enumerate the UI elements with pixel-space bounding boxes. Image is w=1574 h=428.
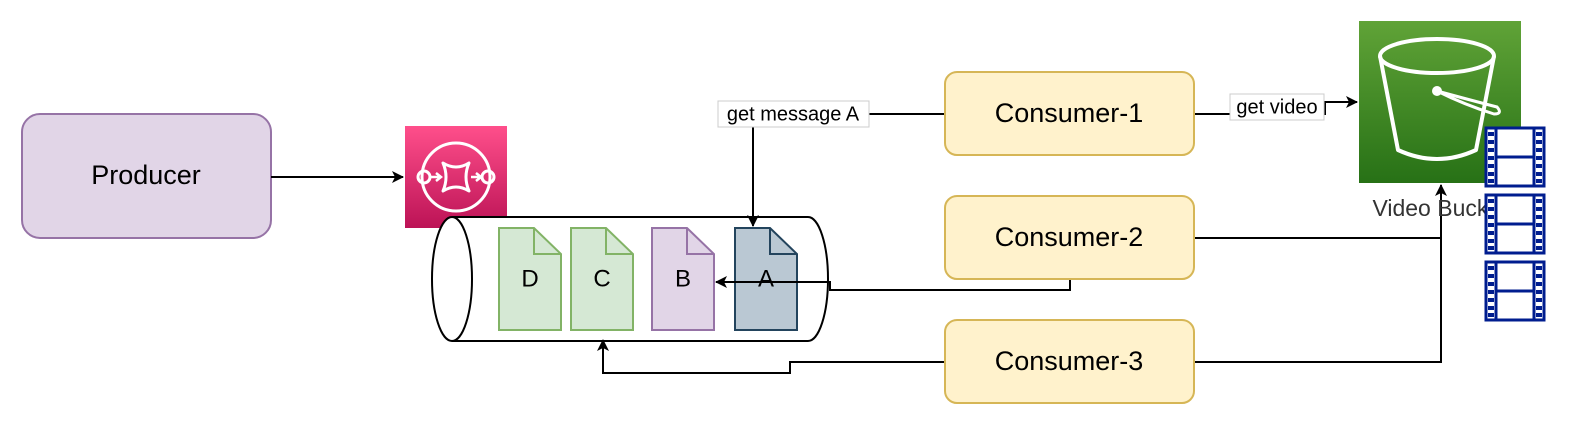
producer-node[interactable]: Producer — [21, 113, 272, 239]
film-strip-icon — [1484, 126, 1546, 188]
consumer2-to-message-edge — [715, 276, 1071, 291]
consumer3-to-queue-edge — [597, 339, 945, 374]
consumer3-to-bucket-edge — [1194, 184, 1447, 363]
film-strip-icon — [1484, 193, 1546, 255]
message-b[interactable]: B — [651, 227, 715, 331]
get-message-label-text: get message A — [727, 103, 860, 125]
message-c[interactable]: C — [570, 227, 634, 331]
message-a-label: A — [758, 265, 774, 292]
consumer-3-label: Consumer-3 — [995, 346, 1144, 376]
consumer-1-label: Consumer-1 — [995, 98, 1144, 128]
message-d-label: D — [521, 265, 538, 292]
consumer-3-node[interactable]: Consumer-3 — [944, 319, 1195, 404]
consumer-1-node[interactable]: Consumer-1 — [944, 71, 1195, 156]
sqs-queue-icon — [405, 126, 507, 228]
consumer-2-node[interactable]: Consumer-2 — [944, 195, 1195, 280]
consumer1-to-message-edge — [747, 113, 945, 227]
film-strip-icon — [1484, 260, 1546, 322]
message-d[interactable]: D — [498, 227, 562, 331]
get-video-label-text: get video — [1236, 96, 1317, 118]
consumer-2-label: Consumer-2 — [995, 222, 1144, 252]
message-b-label: B — [675, 265, 691, 292]
message-c-label: C — [593, 265, 610, 292]
producer-label: Producer — [91, 160, 201, 190]
get-video-edge-label: get video — [1229, 93, 1325, 121]
get-message-edge-label: get message A — [717, 100, 870, 128]
message-a[interactable]: A — [734, 227, 798, 331]
